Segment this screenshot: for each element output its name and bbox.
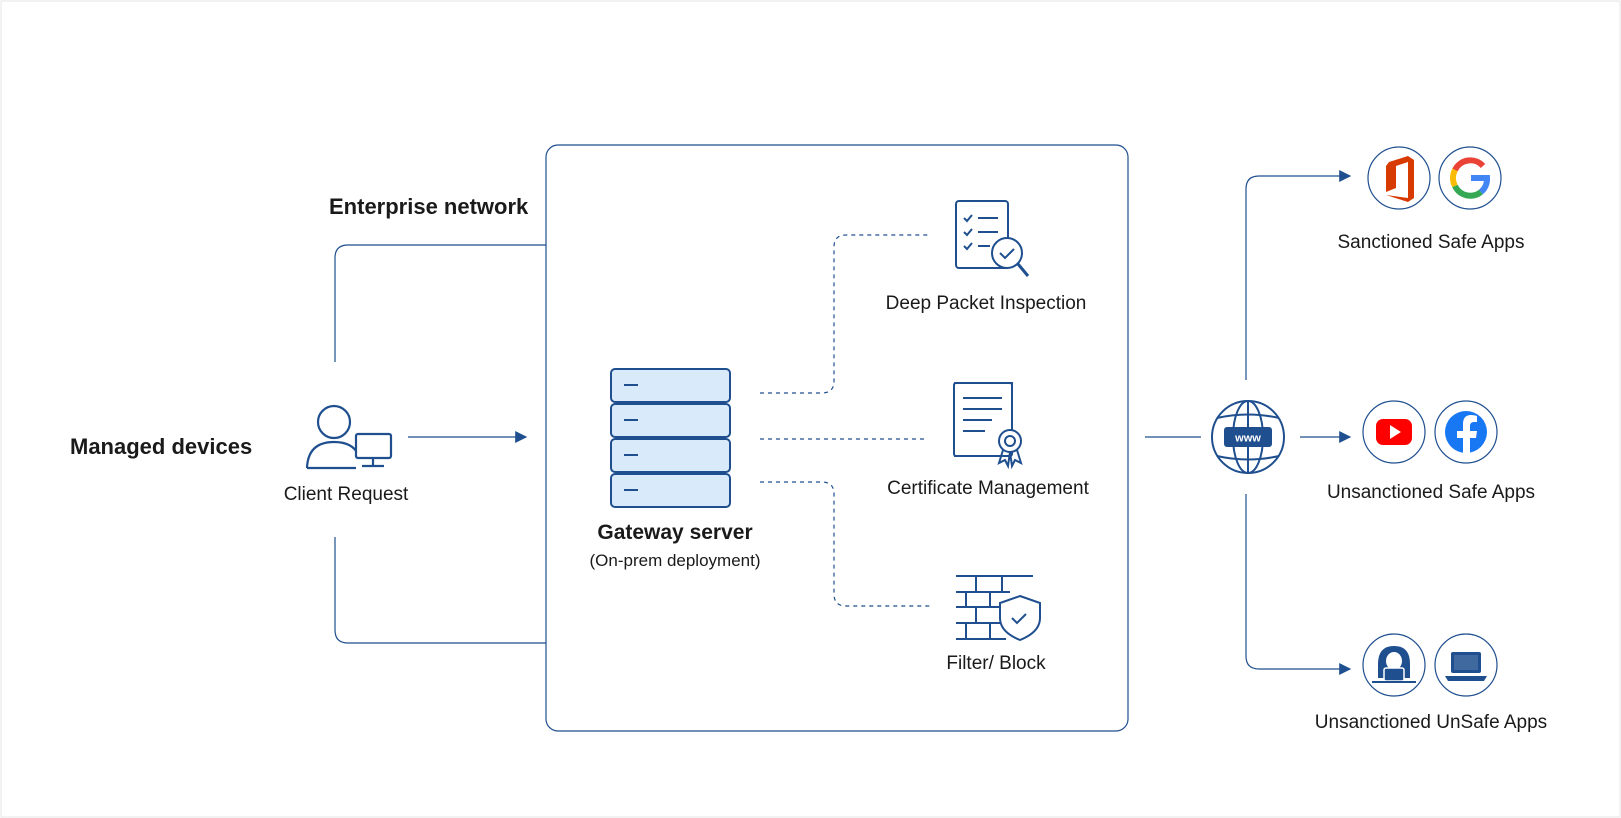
filter-block-label: Filter/ Block xyxy=(946,653,1046,674)
laptop-icon xyxy=(1445,652,1487,681)
managed-devices-label: Managed devices xyxy=(70,434,253,459)
server-stack-icon xyxy=(610,368,731,508)
enterprise-line-bottom xyxy=(334,537,546,644)
certificate-management-label: Certificate Management xyxy=(887,478,1089,499)
enterprise-line-top xyxy=(334,244,546,362)
unsanctioned-safe-apps-label: Unsanctioned Safe Apps xyxy=(1326,482,1536,503)
sanctioned-safe-apps-label: Sanctioned Safe Apps xyxy=(1337,232,1525,253)
unsanctioned-unsafe-apps-label: Unsanctioned UnSafe Apps xyxy=(1314,712,1548,733)
facebook-icon xyxy=(1445,411,1487,454)
certificate-ribbon-icon xyxy=(953,382,1023,470)
client-request-label: Client Request xyxy=(283,484,409,505)
firewall-shield-icon xyxy=(956,575,1041,642)
gateway-server-label: Gateway server xyxy=(597,521,753,544)
www-label: www xyxy=(1234,433,1261,445)
office-icon xyxy=(1386,156,1414,202)
gateway-box xyxy=(545,144,1129,732)
enterprise-network-label: Enterprise network xyxy=(329,194,529,219)
google-icon xyxy=(1450,157,1490,199)
deep-packet-inspection-label: Deep Packet Inspection xyxy=(885,293,1087,314)
line-to-unsanctioned-unsafe xyxy=(1245,494,1352,675)
checklist-magnifier-icon xyxy=(955,200,1030,277)
line-to-sanctioned xyxy=(1245,170,1352,380)
gateway-sub-label: (On-prem deployment) xyxy=(589,551,761,570)
hacker-icon xyxy=(1372,646,1416,683)
dashed-connectors xyxy=(760,234,930,607)
user-computer-icon xyxy=(305,404,393,470)
globe-www-icon xyxy=(1211,400,1285,474)
youtube-icon xyxy=(1376,419,1412,445)
